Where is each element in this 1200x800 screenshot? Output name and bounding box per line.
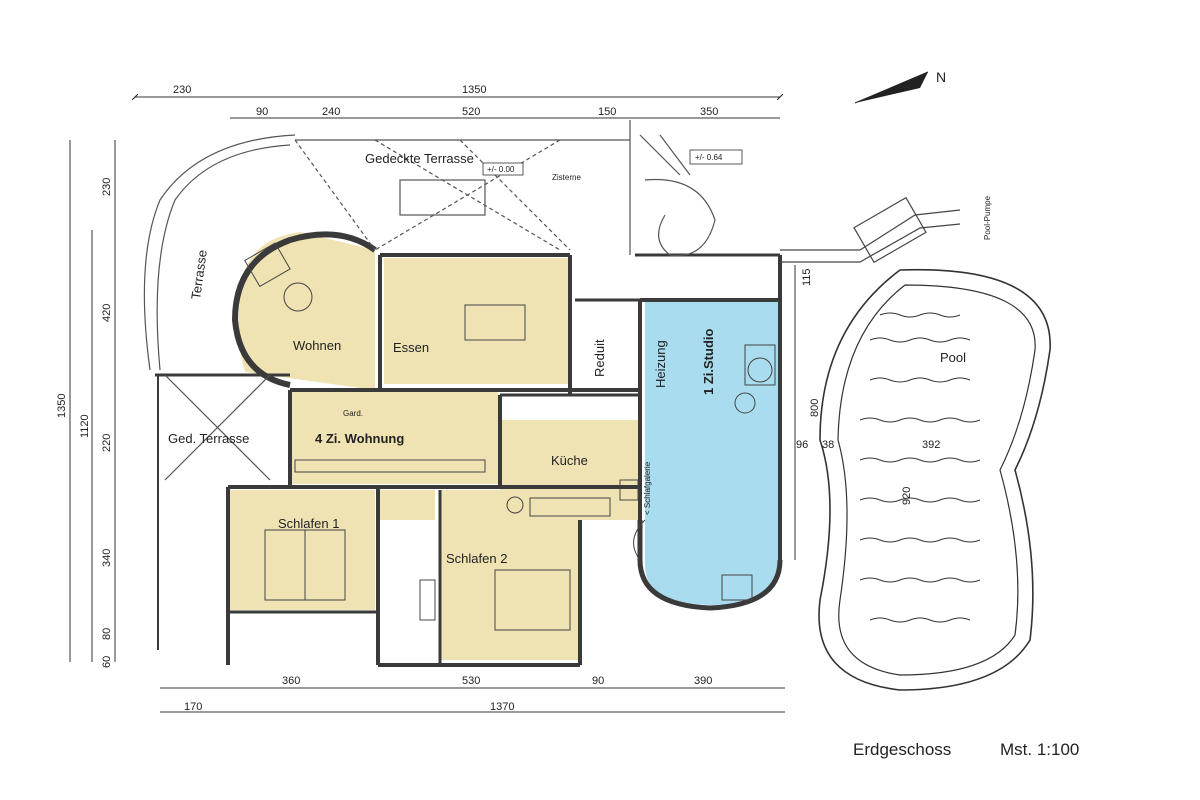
dim-pool-920: 920 [901, 487, 913, 505]
north-label: N [936, 69, 946, 85]
dim-bottom-390: 390 [694, 675, 712, 687]
label-studio: 1 Zi.Studio [701, 329, 716, 396]
dim-left-60: 60 [101, 656, 113, 668]
label-terrasse: Terrasse [188, 249, 210, 300]
dim-top-230: 230 [173, 84, 191, 96]
dim-top-90: 90 [256, 106, 268, 118]
label-4zi-wohnung: 4 Zi. Wohnung [315, 431, 404, 446]
dim-right-800: 800 [809, 399, 821, 417]
level-marker-2: +/- 0.64 [695, 153, 723, 162]
walls [155, 231, 783, 667]
label-gedeckte-terrasse: Gedeckte Terrasse [365, 151, 474, 166]
dining-table [464, 304, 526, 341]
label-ged-terrasse: Ged. Terrasse [168, 431, 249, 446]
fireplace [244, 242, 291, 288]
dim-left-220: 220 [101, 434, 113, 452]
label-reduit: Reduit [592, 339, 607, 377]
terrace-outline [143, 120, 716, 481]
dim-top-350: 350 [700, 106, 718, 118]
room-fills [230, 232, 780, 660]
plan-scale: Mst. 1:100 [1000, 740, 1080, 759]
dim-top-1350: 1350 [462, 84, 486, 96]
dim-bottom-170: 170 [184, 701, 202, 713]
dim-bottom-90: 90 [592, 675, 604, 687]
label-kueche: Küche [551, 453, 588, 468]
label-zisterne: Zisterne [552, 173, 581, 182]
dim-left-1350: 1350 [56, 394, 68, 418]
label-wohnen: Wohnen [293, 338, 341, 353]
dim-right-96: 96 [796, 439, 808, 451]
pool-pump-stair [780, 196, 961, 264]
plan-title: Erdgeschoss [853, 740, 952, 759]
dim-right-115: 115 [801, 268, 813, 286]
double-bed-2 [494, 569, 571, 631]
label-heizung: Heizung [653, 340, 668, 388]
kitchen-counter [529, 497, 611, 517]
dim-left-340: 340 [101, 549, 113, 567]
label-pool: Pool [940, 350, 966, 365]
label-essen: Essen [393, 340, 429, 355]
dim-bottom-530: 530 [462, 675, 480, 687]
dim-right-38: 38 [822, 439, 834, 451]
furniture [244, 242, 776, 631]
label-schlafgalerie: < Schlafgalerie [643, 461, 652, 515]
pool-water-waves [859, 312, 981, 623]
dim-left-80: 80 [101, 628, 113, 640]
level-marker-1: +/- 0.00 [487, 165, 515, 174]
label-pool-pumpe: Pool-Pumpe [983, 195, 992, 240]
round-table [283, 282, 313, 312]
dim-left-230: 230 [101, 178, 113, 196]
dim-pool-392: 392 [922, 439, 940, 451]
dim-left-1120: 1120 [79, 414, 91, 438]
label-gard: Gard. [343, 409, 363, 418]
label-schlafen-2: Schlafen 2 [446, 551, 507, 566]
dim-top-240: 240 [322, 106, 340, 118]
dim-top-520: 520 [462, 106, 480, 118]
dim-top-150: 150 [598, 106, 616, 118]
dim-bottom-1370: 1370 [490, 701, 514, 713]
dimension-lines [69, 97, 796, 713]
north-arrow-icon [854, 71, 929, 104]
dim-bottom-360: 360 [282, 675, 300, 687]
dim-left-420: 420 [101, 304, 113, 322]
pool [818, 268, 1051, 691]
label-schlafen-1: Schlafen 1 [278, 516, 339, 531]
